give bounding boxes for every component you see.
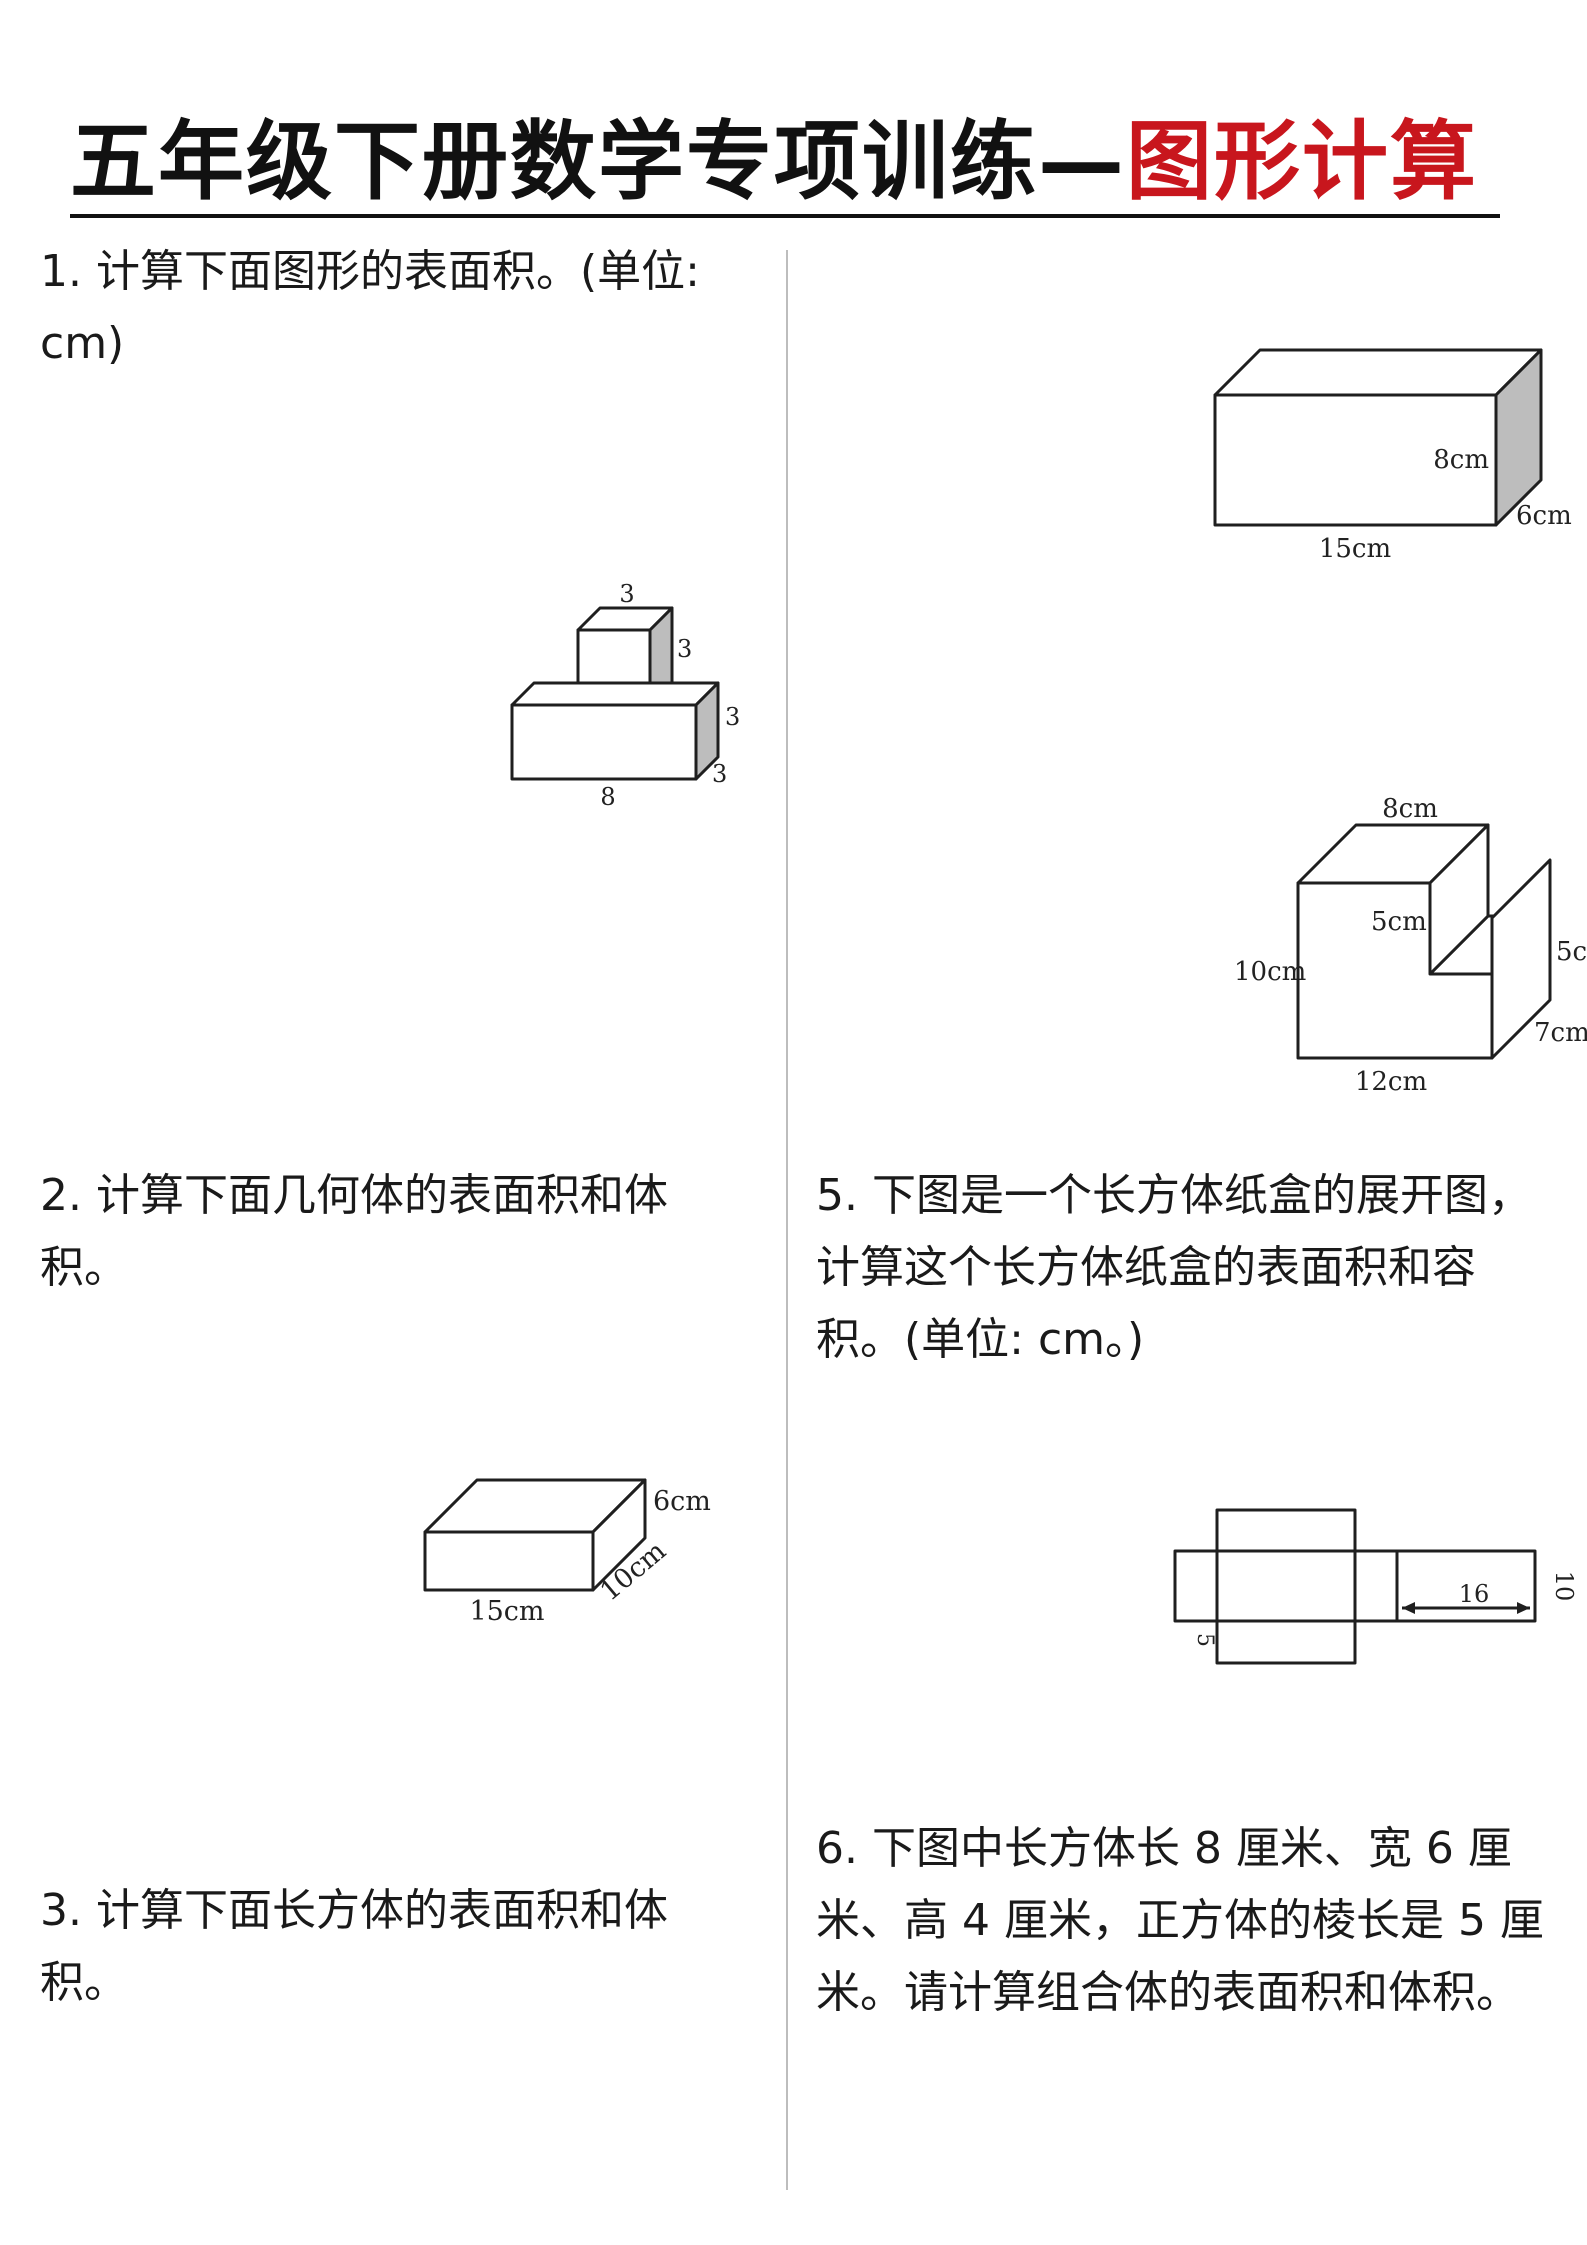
stacked-solid-figure: 3 3 3 3 8 — [510, 580, 740, 811]
label-base-length: 8 — [600, 783, 615, 811]
label-length-12cm: 12cm — [1355, 1067, 1427, 1097]
arrowhead-right-icon — [1517, 1602, 1530, 1614]
cuboid-top-right-figure: 8cm 6cm 15cm — [1213, 348, 1572, 564]
label-cube-height: 3 — [677, 635, 692, 663]
column-divider — [786, 250, 788, 2190]
base-side — [694, 681, 720, 781]
net-left-flap — [1173, 1549, 1219, 1623]
label-base-height: 3 — [725, 703, 740, 731]
label-depth-7cm: 7cm — [1534, 1018, 1587, 1048]
cuboid-front — [423, 1530, 595, 1592]
box-net-figure: 16 10 5 — [1173, 1508, 1578, 1665]
title-main: 五年级下册数学专项训练— — [70, 112, 1126, 212]
label-step-height-5cm: 5cm — [1371, 907, 1427, 937]
label-height-5: 5 — [1192, 1633, 1217, 1647]
label-depth-6cm: 6cm — [1516, 501, 1572, 531]
cuboid-side — [1494, 348, 1543, 527]
label-cube-length: 3 — [619, 580, 634, 608]
arrowhead-left-icon — [1402, 1602, 1415, 1614]
question-6: 6. 下图中长方体长 8 厘米、宽 6 厘米、高 4 厘米，正方体的棱长是 5 … — [816, 1823, 1544, 2018]
net-center-face — [1215, 1549, 1357, 1623]
base-front — [510, 703, 698, 781]
title-highlight: 图形计算 — [1126, 112, 1478, 212]
cuboid-top — [1213, 348, 1543, 397]
net-top-face — [1215, 1508, 1357, 1554]
question-5: 5. 下图是一个长方体纸盒的展开图，计算这个长方体纸盒的表面积和容积。(单位: … — [816, 1170, 1532, 1365]
question-1: 1. 计算下面图形的表面积。(单位: cm) — [40, 246, 700, 369]
label-height-8cm: 8cm — [1433, 445, 1489, 475]
label-height-10cm: 10cm — [1234, 957, 1306, 987]
label-height-6cm: 6cm — [653, 1486, 711, 1517]
cuboid-q2-figure: 6cm 10cm 15cm — [423, 1478, 711, 1627]
label-length-16: 16 — [1459, 1580, 1490, 1608]
page-title: 五年级下册数学专项训练—图形计算 — [70, 112, 1500, 212]
base-top — [510, 681, 720, 707]
question-3: 3. 计算下面长方体的表面积和体积。 — [40, 1885, 668, 2008]
stepped-solid-figure: 8cm 5cm 5c 10cm 7cm 12cm — [1234, 794, 1587, 1097]
label-right-height-5c: 5c — [1556, 937, 1587, 967]
label-length-15cm: 15cm — [1319, 534, 1391, 564]
title-underline — [70, 214, 1500, 218]
label-length-15cm: 15cm — [469, 1596, 544, 1627]
label-width-10: 10 — [1550, 1571, 1578, 1602]
net-bottom-face — [1215, 1619, 1357, 1665]
cuboid-side — [591, 1478, 647, 1592]
step-front — [1296, 881, 1494, 1060]
label-base-depth: 3 — [712, 760, 727, 788]
label-top-width-8cm: 8cm — [1382, 794, 1438, 824]
question-2: 2. 计算下面几何体的表面积和体积。 — [40, 1170, 668, 1293]
net-right-flap — [1353, 1549, 1399, 1623]
